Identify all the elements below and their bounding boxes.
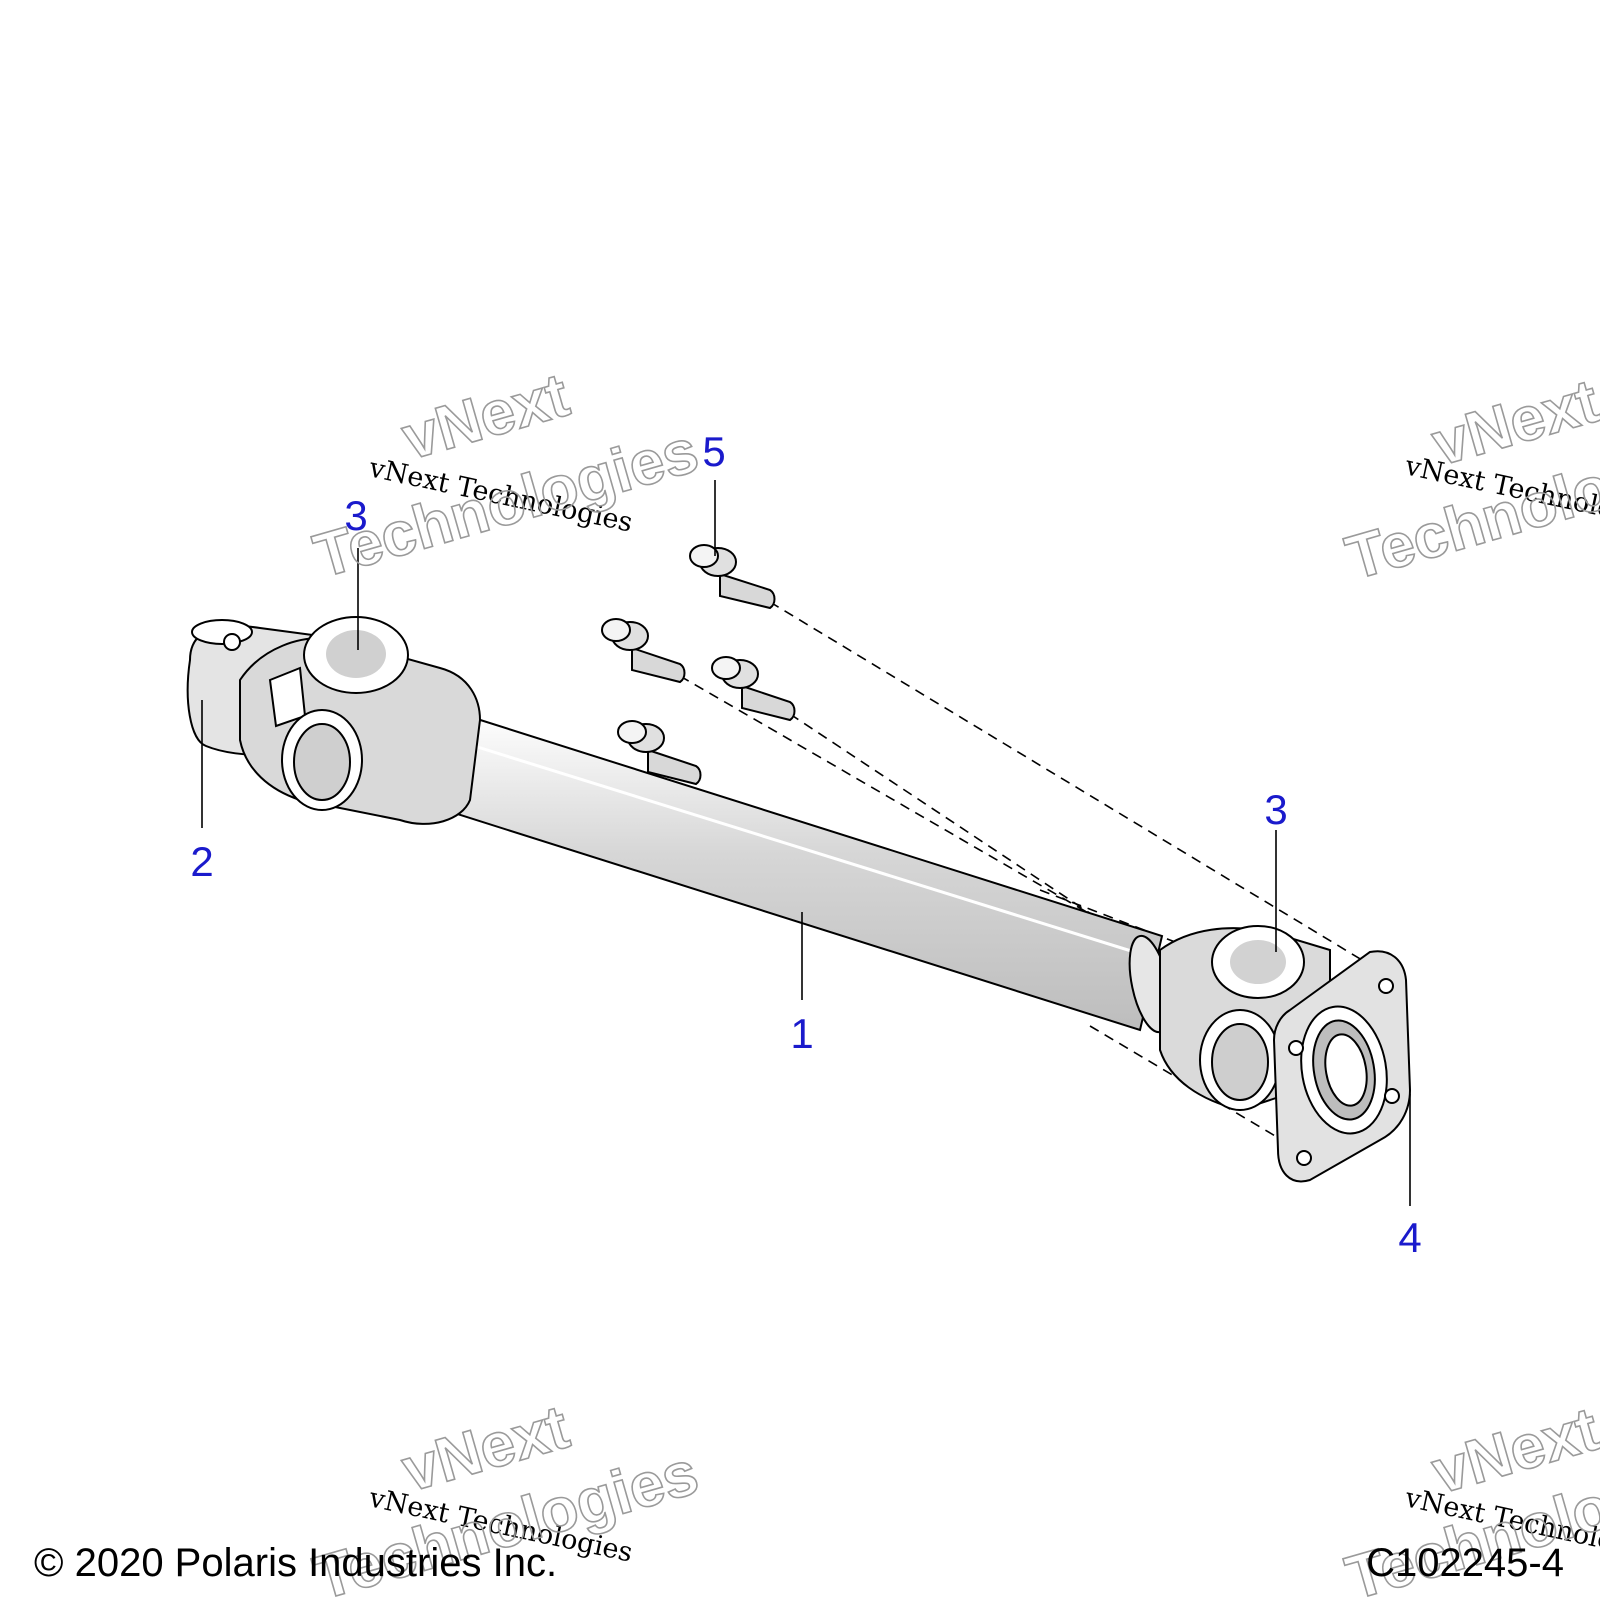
copyright-notice: © 2020 Polaris Industries Inc. xyxy=(34,1541,558,1585)
bolt-2 xyxy=(601,618,686,684)
callout-part-2: 2 xyxy=(190,838,213,885)
left-cross-cap-side xyxy=(281,709,363,811)
figure-id: C102245-4 xyxy=(1366,1541,1564,1585)
bolt-4 xyxy=(617,720,702,786)
flange-yoke xyxy=(1272,950,1412,1183)
callout-part-1: 1 xyxy=(790,1010,813,1057)
watermark-top-right: vNext Technologies vNext Technologies xyxy=(1338,366,1600,594)
callout-leaders xyxy=(201,480,1411,1206)
watermark-top-left: vNext Technologies vNext Technologies xyxy=(306,360,706,592)
callout-part-3-right: 3 xyxy=(1264,786,1287,833)
driveshaft-tube xyxy=(426,710,1172,1034)
callout-part-5: 5 xyxy=(702,428,725,475)
callouts: 1 2 3 3 4 5 xyxy=(190,428,1421,1261)
bolt-1 xyxy=(689,544,776,610)
bolt-3 xyxy=(711,656,796,722)
callout-part-3-left: 3 xyxy=(344,492,367,539)
left-cross-cap-top xyxy=(303,616,409,694)
left-slip-yoke xyxy=(186,619,482,825)
callout-part-4: 4 xyxy=(1398,1214,1421,1261)
